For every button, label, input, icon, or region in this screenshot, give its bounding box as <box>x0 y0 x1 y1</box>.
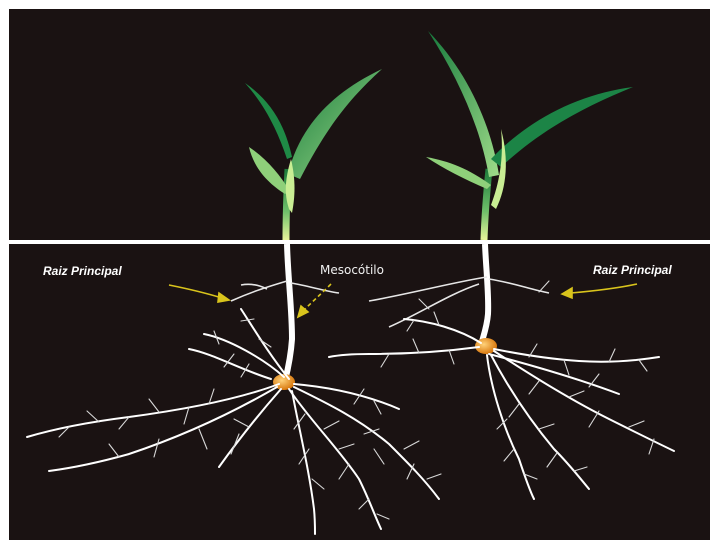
right-leaf-right <box>491 87 633 167</box>
arrow-left-root <box>169 285 229 302</box>
label-root-right: Raiz Principal <box>593 263 672 277</box>
arrow-right-root <box>562 284 637 298</box>
label-mesocotyl: Mesocótilo <box>320 263 384 277</box>
left-seedling <box>27 69 441 534</box>
left-leaf-mid <box>249 147 290 194</box>
arrow-mesocotyl <box>298 284 331 317</box>
right-leaf-mid <box>426 157 491 189</box>
left-leaf-upper <box>245 83 292 159</box>
label-root-left: Raiz Principal <box>43 264 122 278</box>
soil-surface-line <box>9 240 710 244</box>
left-leaf-top <box>288 69 382 179</box>
right-leaf-top <box>428 31 499 177</box>
seedling-diagram: Raiz Principal Mesocótilo Raiz Principal <box>9 9 710 540</box>
